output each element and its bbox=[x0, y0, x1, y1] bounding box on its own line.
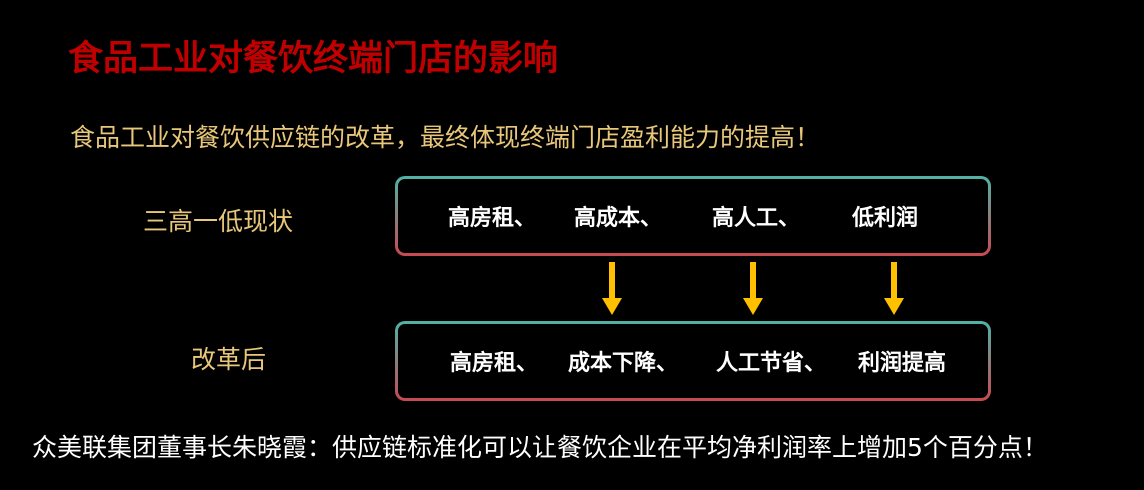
after-reform-item-profit: 利润提高 bbox=[858, 351, 947, 376]
after-reform-box: 高房租、 成本下降、 人工节省、 利润提高 bbox=[395, 321, 991, 401]
subtitle: 食品工业对餐饮供应链的改革，最终体现终端门店盈利能力的提高！ bbox=[70, 123, 821, 152]
status-quo-label: 三高一低现状 bbox=[143, 207, 294, 236]
status-quo-box: 高房租、 高成本、 高人工、 低利润 bbox=[395, 176, 991, 256]
status-quo-item-labor: 高人工、 bbox=[712, 206, 801, 231]
status-quo-item-cost: 高成本、 bbox=[574, 206, 663, 231]
page-title: 食品工业对餐饮终端门店的影响 bbox=[68, 39, 559, 79]
arrow-down-icon bbox=[884, 262, 904, 315]
arrow-down-icon bbox=[602, 262, 622, 315]
footer-quote: 众美联集团董事长朱晓霞：供应链标准化可以让餐饮企业在平均净利润率上增加5个百分点… bbox=[32, 433, 1048, 462]
after-reform-item-rent: 高房租、 bbox=[450, 351, 539, 376]
status-quo-item-profit: 低利润 bbox=[852, 206, 919, 231]
arrow-down-icon bbox=[743, 262, 763, 315]
after-reform-label: 改革后 bbox=[191, 345, 267, 374]
after-reform-item-cost: 成本下降、 bbox=[568, 351, 679, 376]
status-quo-item-rent: 高房租、 bbox=[448, 206, 537, 231]
after-reform-item-labor: 人工节省、 bbox=[716, 351, 827, 376]
